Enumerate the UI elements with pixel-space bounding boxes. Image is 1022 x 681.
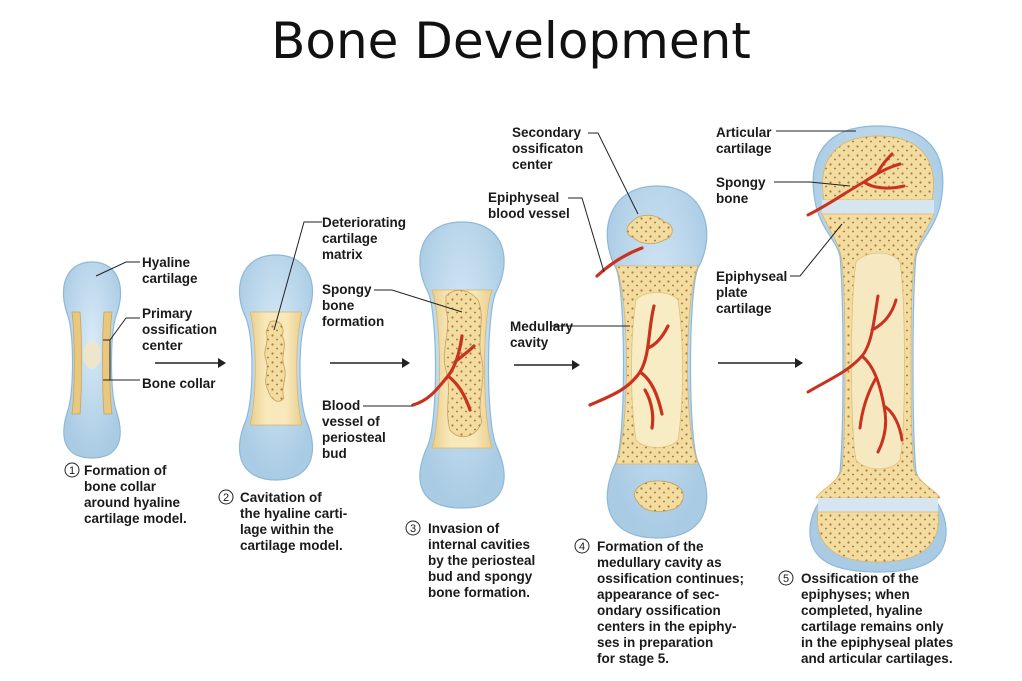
stage-4-number-badge xyxy=(574,538,590,554)
stage-2: Deteriorating cartilage matrix 2 Cavitat… xyxy=(218,215,410,553)
arrow-1-to-2 xyxy=(155,358,226,368)
stage-5-spongy-bone-bottom xyxy=(817,511,939,563)
stage-4-caption: Formation of the medullary cavity as oss… xyxy=(597,539,748,666)
stage-4-epiphyseal-blood-vessel xyxy=(595,246,644,278)
stage-3-spongy-bone xyxy=(443,289,484,438)
arrow-4-to-5 xyxy=(718,358,803,368)
stage-5-caption: Ossification of the epiphyses; when comp… xyxy=(801,571,957,666)
label-secondary-ossification-center: Secondary ossificaton center xyxy=(512,125,587,172)
stage-5-number: 5 xyxy=(783,573,789,585)
stage-5-epiphyseal-plate-top xyxy=(822,200,934,214)
stage-1-caption: Formation of bone collar around hyaline … xyxy=(84,463,187,526)
stage-3-number-badge xyxy=(405,520,421,536)
label-epiphyseal-plate-cartilage: Epiphyseal plate cartilage xyxy=(716,269,791,316)
stage-4-number: 4 xyxy=(579,541,585,553)
stage-4-secondary-ossification-center-bottom xyxy=(634,480,684,512)
stage-2-number-badge xyxy=(218,489,234,505)
stage-2-caption: Cavitation of the hyaline carti- lage wi… xyxy=(240,490,351,553)
stage-4-shaft-blood-vessel xyxy=(588,304,670,430)
stage-4: Secondary ossificaton center Epiphyseal … xyxy=(488,125,748,666)
stage-1-number-badge xyxy=(64,462,80,478)
stage-2-number: 2 xyxy=(223,492,229,504)
label-spongy-bone-formation: Spongy bone formation xyxy=(322,282,384,329)
stage-5-epiphyseal-blood-vessel xyxy=(806,152,906,217)
stage-3-periosteal-blood-vessel xyxy=(411,334,476,412)
stage-5-shaft-blood-vessel xyxy=(806,294,904,454)
stage-3-caption: Invasion of internal cavities by the per… xyxy=(428,521,539,600)
stage-5-epiphyseal-plate-bottom xyxy=(818,498,938,512)
stage-3: 3 Invasion of internal cavities by the p… xyxy=(363,221,539,600)
stage-5: Articular cartilage Spongy bone Epiphyse… xyxy=(716,125,957,666)
stage-5-number-badge xyxy=(778,570,794,586)
label-bone-collar: Bone collar xyxy=(142,376,216,391)
stage-2-deteriorating-matrix xyxy=(264,320,286,402)
stage-1: Hyaline cartilage Primary ossification c… xyxy=(62,255,221,526)
label-articular-cartilage: Articular cartilage xyxy=(716,125,775,156)
arrow-3-to-4 xyxy=(514,360,580,370)
label-deteriorating-cartilage-matrix: Deteriorating cartilage matrix xyxy=(322,215,410,262)
stage-4-secondary-ossification-center-top xyxy=(626,214,673,244)
label-hyaline-cartilage: Hyaline cartilage xyxy=(142,255,198,286)
stage-1-primary-ossification-center xyxy=(83,341,101,369)
stage-5-medullary-cavity xyxy=(851,252,905,470)
label-blood-vessel-of-periosteal-bud: Blood vessel of periosteal bud xyxy=(322,398,390,461)
stage-1-number: 1 xyxy=(69,465,75,477)
label-primary-ossification-center: Primary ossification center xyxy=(142,306,221,353)
arrow-2-to-3 xyxy=(330,358,410,368)
label-epiphyseal-blood-vessel: Epiphyseal blood vessel xyxy=(488,190,570,221)
label-spongy-bone: Spongy bone xyxy=(716,175,769,206)
stage-3-number: 3 xyxy=(410,523,416,535)
stage-4-medullary-cavity xyxy=(631,292,683,448)
label-medullary-cavity: Medullary cavity xyxy=(510,319,577,350)
page-title: Bone Development xyxy=(271,12,751,70)
